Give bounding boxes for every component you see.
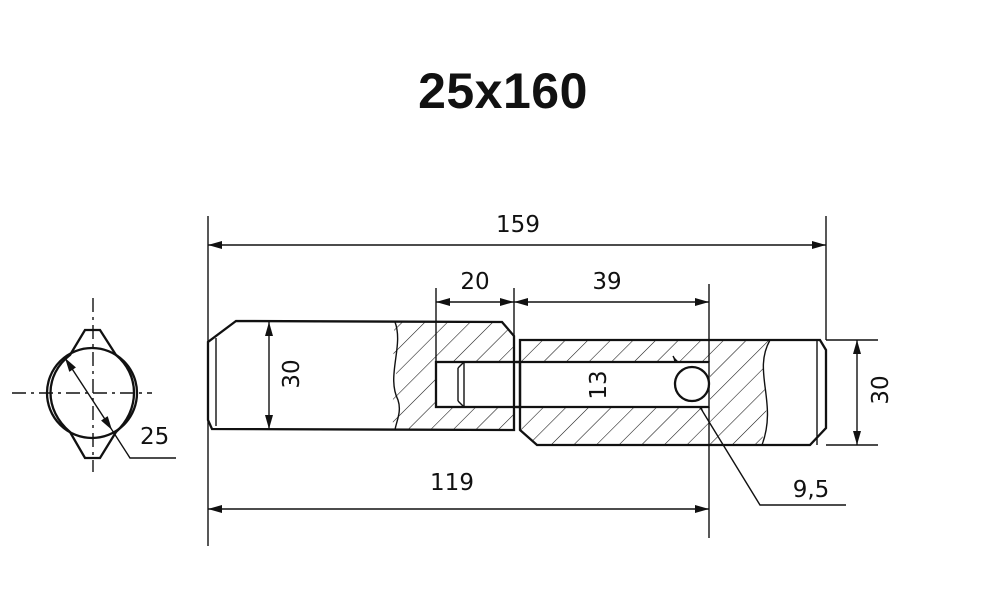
pin-length-label: 119 bbox=[430, 470, 474, 496]
inner-pin bbox=[434, 360, 711, 409]
cross-hole bbox=[673, 365, 711, 403]
pin-tip bbox=[434, 360, 522, 409]
section-diameter-label: 25 bbox=[140, 424, 169, 450]
right-break-line bbox=[761, 339, 771, 446]
left-break-line bbox=[393, 321, 401, 431]
cross-section-view: 25 bbox=[12, 298, 176, 472]
section-circle bbox=[45, 346, 139, 440]
left-shaft-outline bbox=[206, 319, 516, 432]
right-diameter-label: 30 bbox=[868, 375, 894, 404]
overall-length-label: 159 bbox=[496, 212, 540, 238]
dimension-labels: 159 20 39 119 9,5 30 30 13 bbox=[279, 212, 894, 503]
diameter-dimension-line bbox=[64, 357, 113, 431]
slot-offset-label: 20 bbox=[460, 269, 489, 295]
right-sleeve-outline bbox=[518, 338, 828, 447]
right-sleeve bbox=[518, 338, 828, 447]
drawing-title: 25x160 bbox=[418, 63, 588, 119]
diameter-leader bbox=[111, 429, 176, 459]
left-diameter-label: 30 bbox=[279, 359, 305, 388]
hole-diameter-label: 9,5 bbox=[793, 477, 830, 503]
slot-cavity bbox=[520, 362, 710, 407]
slot-width-label: 13 bbox=[586, 370, 612, 399]
section-outline bbox=[49, 328, 136, 460]
left-shaft bbox=[206, 319, 516, 432]
slot-length-label: 39 bbox=[592, 269, 621, 295]
